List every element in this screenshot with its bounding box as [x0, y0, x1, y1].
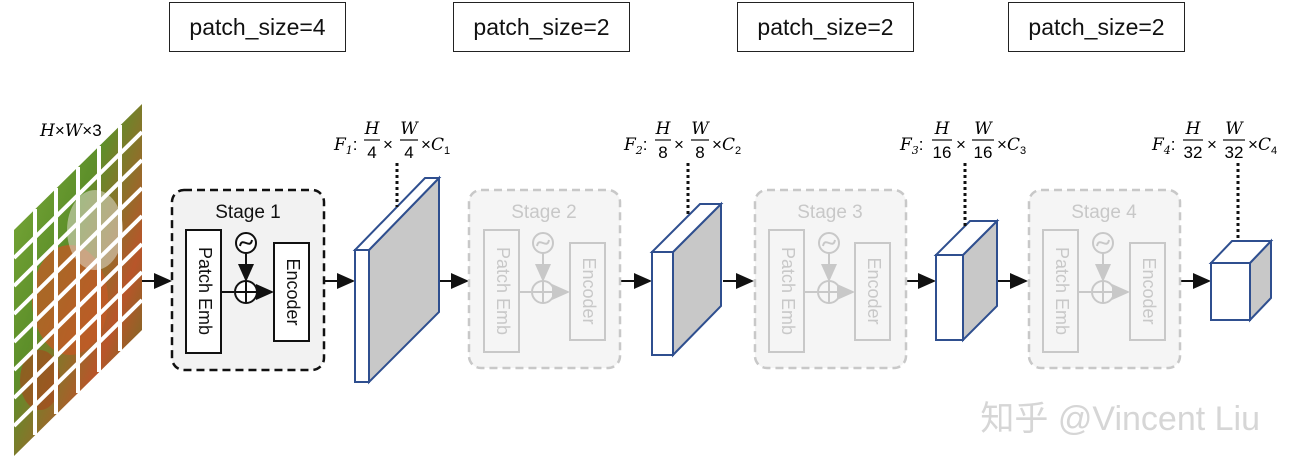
svg-text:H: H: [1185, 119, 1202, 139]
f3-dimension-label: F3: H 16 × W 16 ×C3: [899, 119, 1026, 162]
svg-text:W: W: [974, 119, 993, 139]
svg-text:W: W: [1225, 119, 1244, 139]
stage-3-title: Stage 3: [797, 202, 863, 223]
svg-text:4: 4: [367, 143, 376, 162]
svg-text:×: ×: [956, 135, 966, 154]
stage-2-encoder-label: Encoder: [579, 257, 599, 324]
svg-text:4: 4: [404, 143, 413, 162]
svg-text:F1:: F1:: [333, 135, 358, 157]
svg-text:H: H: [655, 119, 672, 139]
stage-2-title: Stage 2: [511, 202, 577, 223]
svg-text:W: W: [400, 119, 419, 139]
patch-size-label-4: patch_size=2: [1008, 2, 1185, 52]
stage-3-encoder-label: Encoder: [864, 257, 884, 324]
svg-text:F4:: F4:: [1151, 135, 1176, 157]
stage-1-block: Stage 1 Patch Emb Encoder: [170, 188, 326, 372]
svg-text:8: 8: [695, 143, 704, 162]
patch-size-label-3: patch_size=2: [737, 2, 914, 52]
svg-text:H: H: [364, 119, 381, 139]
feature-map-f2: [649, 163, 724, 358]
svg-text:16: 16: [933, 143, 952, 162]
svg-text:16: 16: [974, 143, 993, 162]
svg-text:×: ×: [383, 135, 393, 154]
input-image: [12, 104, 144, 456]
stage-3-patch-emb-label: Patch Emb: [778, 247, 798, 335]
stage-4-title: Stage 4: [1071, 202, 1137, 223]
feature-map-f1: [352, 163, 442, 385]
svg-text:F2:: F2:: [623, 135, 648, 157]
svg-text:W: W: [691, 119, 710, 139]
stage-1-title: Stage 1: [215, 202, 281, 223]
stage-1-encoder-box: [273, 242, 310, 342]
svg-text:×: ×: [674, 135, 684, 154]
svg-text:32: 32: [1225, 143, 1244, 162]
svg-text:8: 8: [658, 143, 667, 162]
stage-4-block: Stage 4 Patch Emb Encoder: [1027, 188, 1182, 370]
stage-1-patch-emb-label: Patch Emb: [195, 247, 215, 335]
stage-2-patch-emb-label: Patch Emb: [493, 247, 513, 335]
svg-text:×: ×: [1207, 135, 1217, 154]
stage-2-block: Stage 2 Patch Emb Encoder: [467, 188, 622, 370]
watermark-text: 知乎 @Vincent Liu: [980, 400, 1260, 438]
svg-text:H: H: [934, 119, 951, 139]
stage-4-encoder-label: Encoder: [1139, 257, 1159, 324]
svg-text:×C1: ×C1: [421, 135, 450, 157]
feature-map-f4: [1208, 163, 1274, 323]
patch-size-label-2: patch_size=2: [453, 2, 630, 52]
input-dimension-label: H×W×3: [39, 121, 102, 141]
stage-3-block: Stage 3 Patch Emb Encoder: [753, 188, 908, 370]
svg-text:×C3: ×C3: [997, 135, 1026, 157]
f1-dimension-label: F1: H 4 × W 4 ×C1: [333, 119, 450, 162]
f4-dimension-label: F4: H 32 × W 32 ×C4: [1151, 119, 1277, 162]
svg-text:F3:: F3:: [899, 135, 924, 157]
f2-dimension-label: F2: H 8 × W 8 ×C2: [623, 119, 741, 162]
svg-text:32: 32: [1184, 143, 1203, 162]
svg-text:×C4: ×C4: [1248, 135, 1277, 157]
feature-map-f3: [933, 163, 1000, 343]
stage-4-patch-emb-label: Patch Emb: [1052, 247, 1072, 335]
svg-text:×C2: ×C2: [712, 135, 741, 157]
stage-1-encoder-label: Encoder: [283, 258, 303, 325]
patch-size-label-1: patch_size=4: [169, 2, 346, 52]
stage-1-patch-emb-box: [185, 229, 222, 354]
